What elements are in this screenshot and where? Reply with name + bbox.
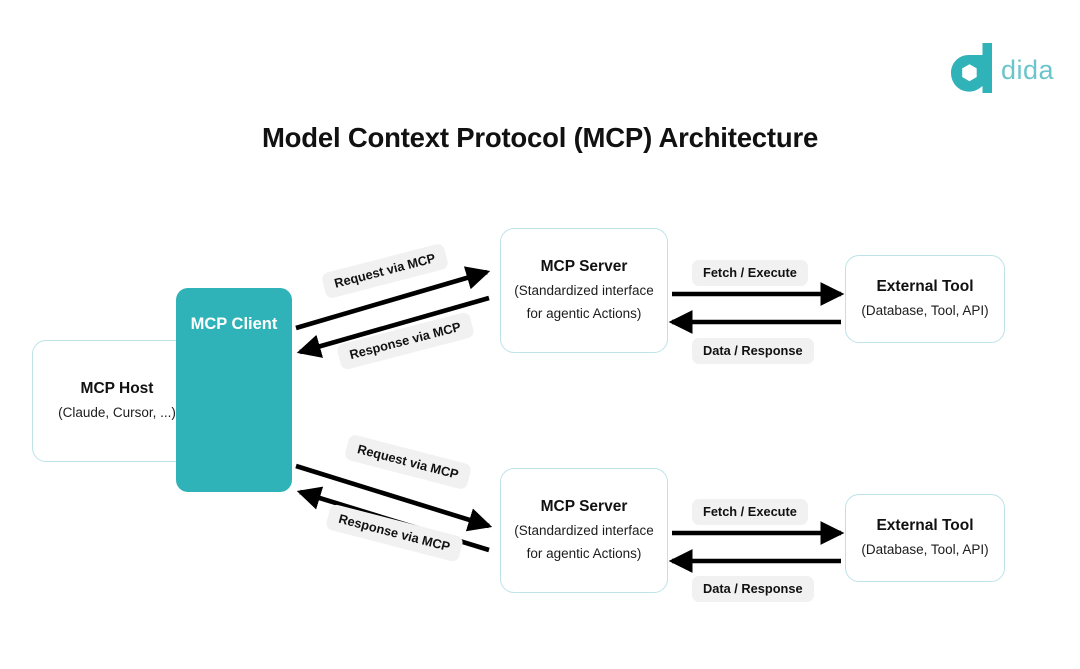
edge-label-fetch-top: Fetch / Execute [692, 260, 808, 287]
node-mcp-host-subtitle: (Claude, Cursor, ...) [58, 405, 176, 421]
edge-label-request-bottom: Request via MCP [343, 433, 473, 491]
edge-label-data-bottom: Data / Response [692, 576, 814, 603]
node-external-tool-top-title: External Tool [876, 277, 974, 295]
node-mcp-server-bottom-subtitle-line1: (Standardized interface [514, 523, 654, 539]
node-mcp-host[interactable]: MCP Host (Claude, Cursor, ...) [32, 340, 202, 462]
node-mcp-server-top[interactable]: MCP Server (Standardized interface for a… [500, 228, 668, 353]
node-external-tool-bottom-title: External Tool [876, 516, 974, 534]
node-mcp-server-top-title: MCP Server [540, 258, 628, 276]
edge-label-response-bottom: Response via MCP [324, 503, 464, 563]
node-external-tool-top-subtitle: (Database, Tool, API) [861, 303, 989, 319]
node-mcp-server-bottom-title: MCP Server [540, 498, 628, 516]
brand-name: dida [1001, 54, 1055, 85]
edge-label-data-top: Data / Response [692, 338, 814, 365]
edge-label-fetch-bottom: Fetch / Execute [692, 499, 808, 526]
node-external-tool-bottom-subtitle: (Database, Tool, API) [861, 542, 989, 558]
node-external-tool-bottom[interactable]: External Tool (Database, Tool, API) [845, 494, 1005, 582]
brand-logo: dida [948, 43, 1054, 93]
node-mcp-server-bottom[interactable]: MCP Server (Standardized interface for a… [500, 468, 668, 593]
node-mcp-client[interactable]: MCP Client [176, 288, 292, 492]
node-mcp-server-top-subtitle-line2: for agentic Actions) [526, 305, 642, 321]
node-mcp-client-title: MCP Client [190, 315, 278, 333]
dida-logo-icon [951, 43, 992, 93]
node-mcp-server-bottom-subtitle-line2: for agentic Actions) [526, 545, 642, 561]
edge-label-request-top: Request via MCP [320, 242, 450, 300]
node-external-tool-top[interactable]: External Tool (Database, Tool, API) [845, 255, 1005, 343]
edge-label-response-top: Response via MCP [335, 311, 475, 371]
node-mcp-server-top-subtitle-line1: (Standardized interface [514, 283, 654, 299]
node-mcp-host-title: MCP Host [80, 379, 154, 397]
page-title: Model Context Protocol (MCP) Architectur… [261, 122, 819, 153]
